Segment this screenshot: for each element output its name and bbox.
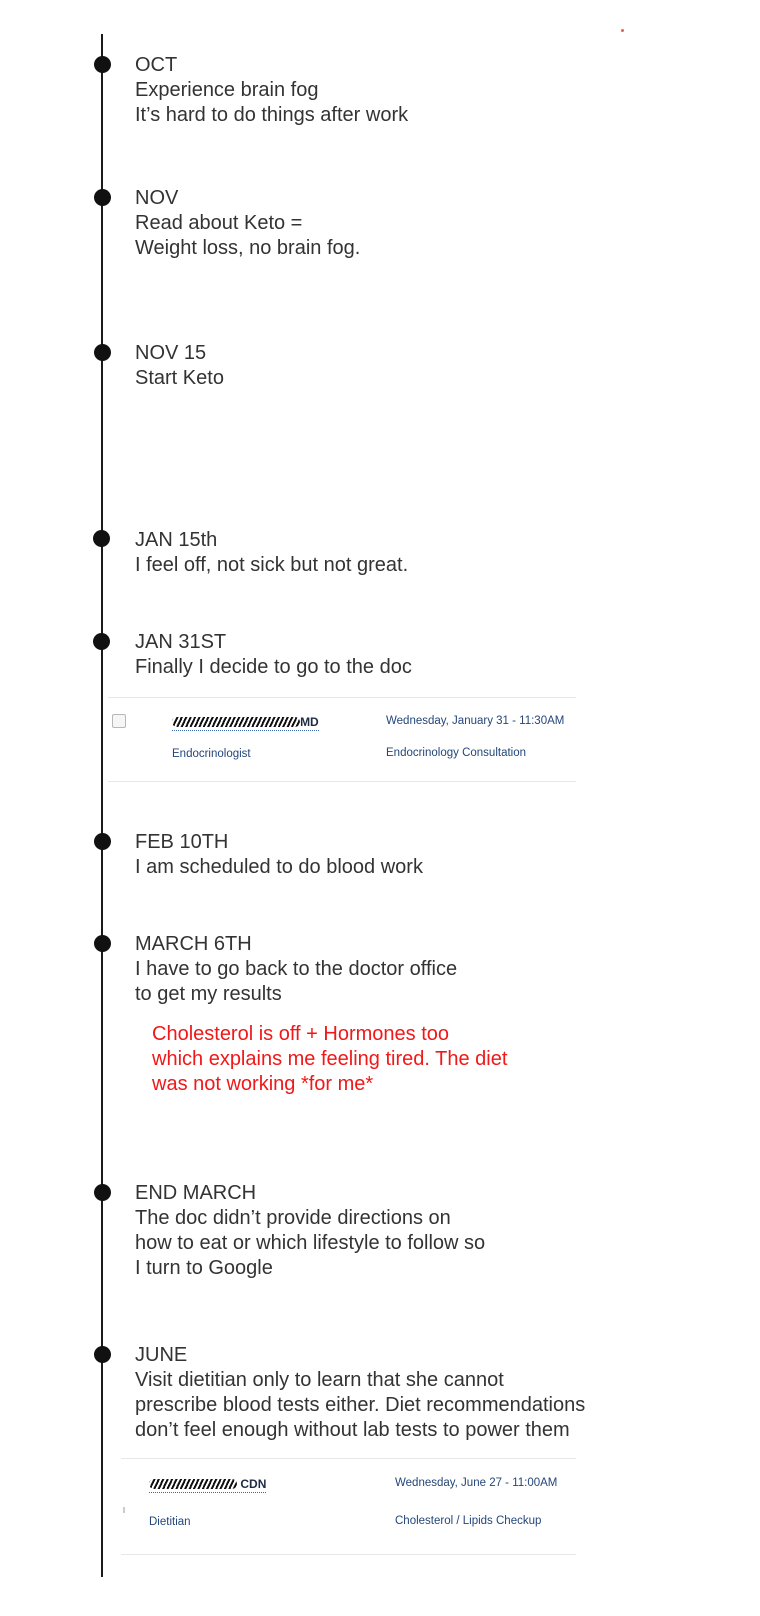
timeline-entry-oct: OCT Experience brain fog It’s hard to do… — [135, 53, 408, 128]
timeline-dot-nov-15 — [94, 344, 111, 361]
timeline-entry-jan-31: JAN 31ST Finally I decide to go to the d… — [135, 630, 412, 680]
timeline-entry-nov-15: NOV 15 Start Keto — [135, 341, 224, 391]
note-line: was not working *for me* — [152, 1073, 374, 1095]
timeline-dot-nov — [94, 189, 111, 206]
note-line: Cholesterol is off + Hormones too — [152, 1023, 450, 1045]
redacted-name: XXXXXXXXXXXXXXXX — [172, 715, 301, 729]
entry-text: I have to go back to the doctor office — [135, 958, 458, 980]
timeline-dot-jan-31 — [93, 633, 110, 650]
entry-date: JUNE — [135, 1344, 188, 1366]
entry-date: END MARCH — [135, 1182, 257, 1204]
entry-text: Visit dietitian only to learn that she c… — [135, 1369, 504, 1391]
timeline-dot-end-march — [94, 1184, 111, 1201]
timeline-line — [101, 34, 103, 1577]
entry-text: prescribe blood tests either. Diet recom… — [135, 1394, 586, 1416]
timeline-entry-feb-10: FEB 10TH I am scheduled to do blood work — [135, 830, 423, 880]
entry-text: It’s hard to do things after work — [135, 104, 409, 126]
entry-date: OCT — [135, 54, 178, 76]
timeline-dot-march-6 — [94, 935, 111, 952]
provider-specialty: Dietitian — [149, 1516, 191, 1528]
decorative-dot — [621, 29, 624, 32]
timeline-dot-oct — [94, 56, 111, 73]
stray-mark — [398, 317, 410, 325]
entry-text: Experience brain fog — [135, 79, 319, 101]
appointment-card-dietitian[interactable]: XXXXXXXXXXX CDN Dietitian Wednesday, Jun… — [121, 1458, 576, 1555]
entry-text: Start Keto — [135, 367, 224, 389]
appointment-datetime: Wednesday, June 27 - 11:00AM — [395, 1477, 558, 1489]
entry-date: MARCH 6TH — [135, 933, 252, 955]
provider-name: XXXXXXXXXXX CDN — [149, 1477, 267, 1493]
entry-text: I turn to Google — [135, 1257, 273, 1279]
entry-date: JAN 15th — [135, 529, 218, 551]
provider-credential: MD — [300, 715, 319, 729]
entry-date: JAN 31ST — [135, 631, 227, 653]
timeline-dot-feb-10 — [94, 833, 111, 850]
note-line: which explains me feeling tired. The die… — [152, 1048, 508, 1070]
timeline-entry-end-march: END MARCH The doc didn’t provide directi… — [135, 1181, 485, 1281]
redacted-name: XXXXXXXXXXX — [149, 1477, 238, 1491]
provider-photo — [112, 714, 126, 728]
timeline-dot-june — [94, 1346, 111, 1363]
entry-text: Read about Keto = — [135, 212, 303, 234]
entry-text: I feel off, not sick but not great. — [135, 554, 409, 576]
appointment-datetime: Wednesday, January 31 - 11:30AM — [386, 715, 565, 727]
results-note: Cholesterol is off + Hormones too which … — [152, 1022, 507, 1097]
entry-text: to get my results — [135, 983, 282, 1005]
entry-text: I am scheduled to do blood work — [135, 856, 423, 878]
entry-text: how to eat or which lifestyle to follow … — [135, 1232, 486, 1254]
entry-text: don’t feel enough without lab tests to p… — [135, 1419, 570, 1441]
timeline-entry-jan-15: JAN 15th I feel off, not sick but not gr… — [135, 528, 408, 578]
appointment-type: Cholesterol / Lipids Checkup — [395, 1515, 542, 1527]
entry-text: Weight loss, no brain fog. — [135, 237, 361, 259]
timeline-entry-march-6: MARCH 6TH I have to go back to the docto… — [135, 932, 457, 1007]
timeline-entry-nov: NOV Read about Keto = Weight loss, no br… — [135, 186, 360, 261]
provider-photo — [123, 1507, 125, 1513]
provider-credential: CDN — [240, 1477, 267, 1491]
timeline-entry-june: JUNE Visit dietitian only to learn that … — [135, 1343, 585, 1443]
appointment-card-endocrinologist[interactable]: XXXXXXXXXXXXXXXXMD Endocrinologist Wedne… — [108, 697, 576, 782]
entry-date: NOV — [135, 187, 179, 209]
entry-date: FEB 10TH — [135, 831, 229, 853]
entry-text: The doc didn’t provide directions on — [135, 1207, 451, 1229]
provider-specialty: Endocrinologist — [172, 748, 251, 760]
appointment-type: Endocrinology Consultation — [386, 747, 527, 759]
timeline-dot-jan-15 — [93, 530, 110, 547]
entry-text: Finally I decide to go to the doc — [135, 656, 412, 678]
provider-name: XXXXXXXXXXXXXXXXMD — [172, 715, 319, 731]
entry-date: NOV 15 — [135, 342, 207, 364]
